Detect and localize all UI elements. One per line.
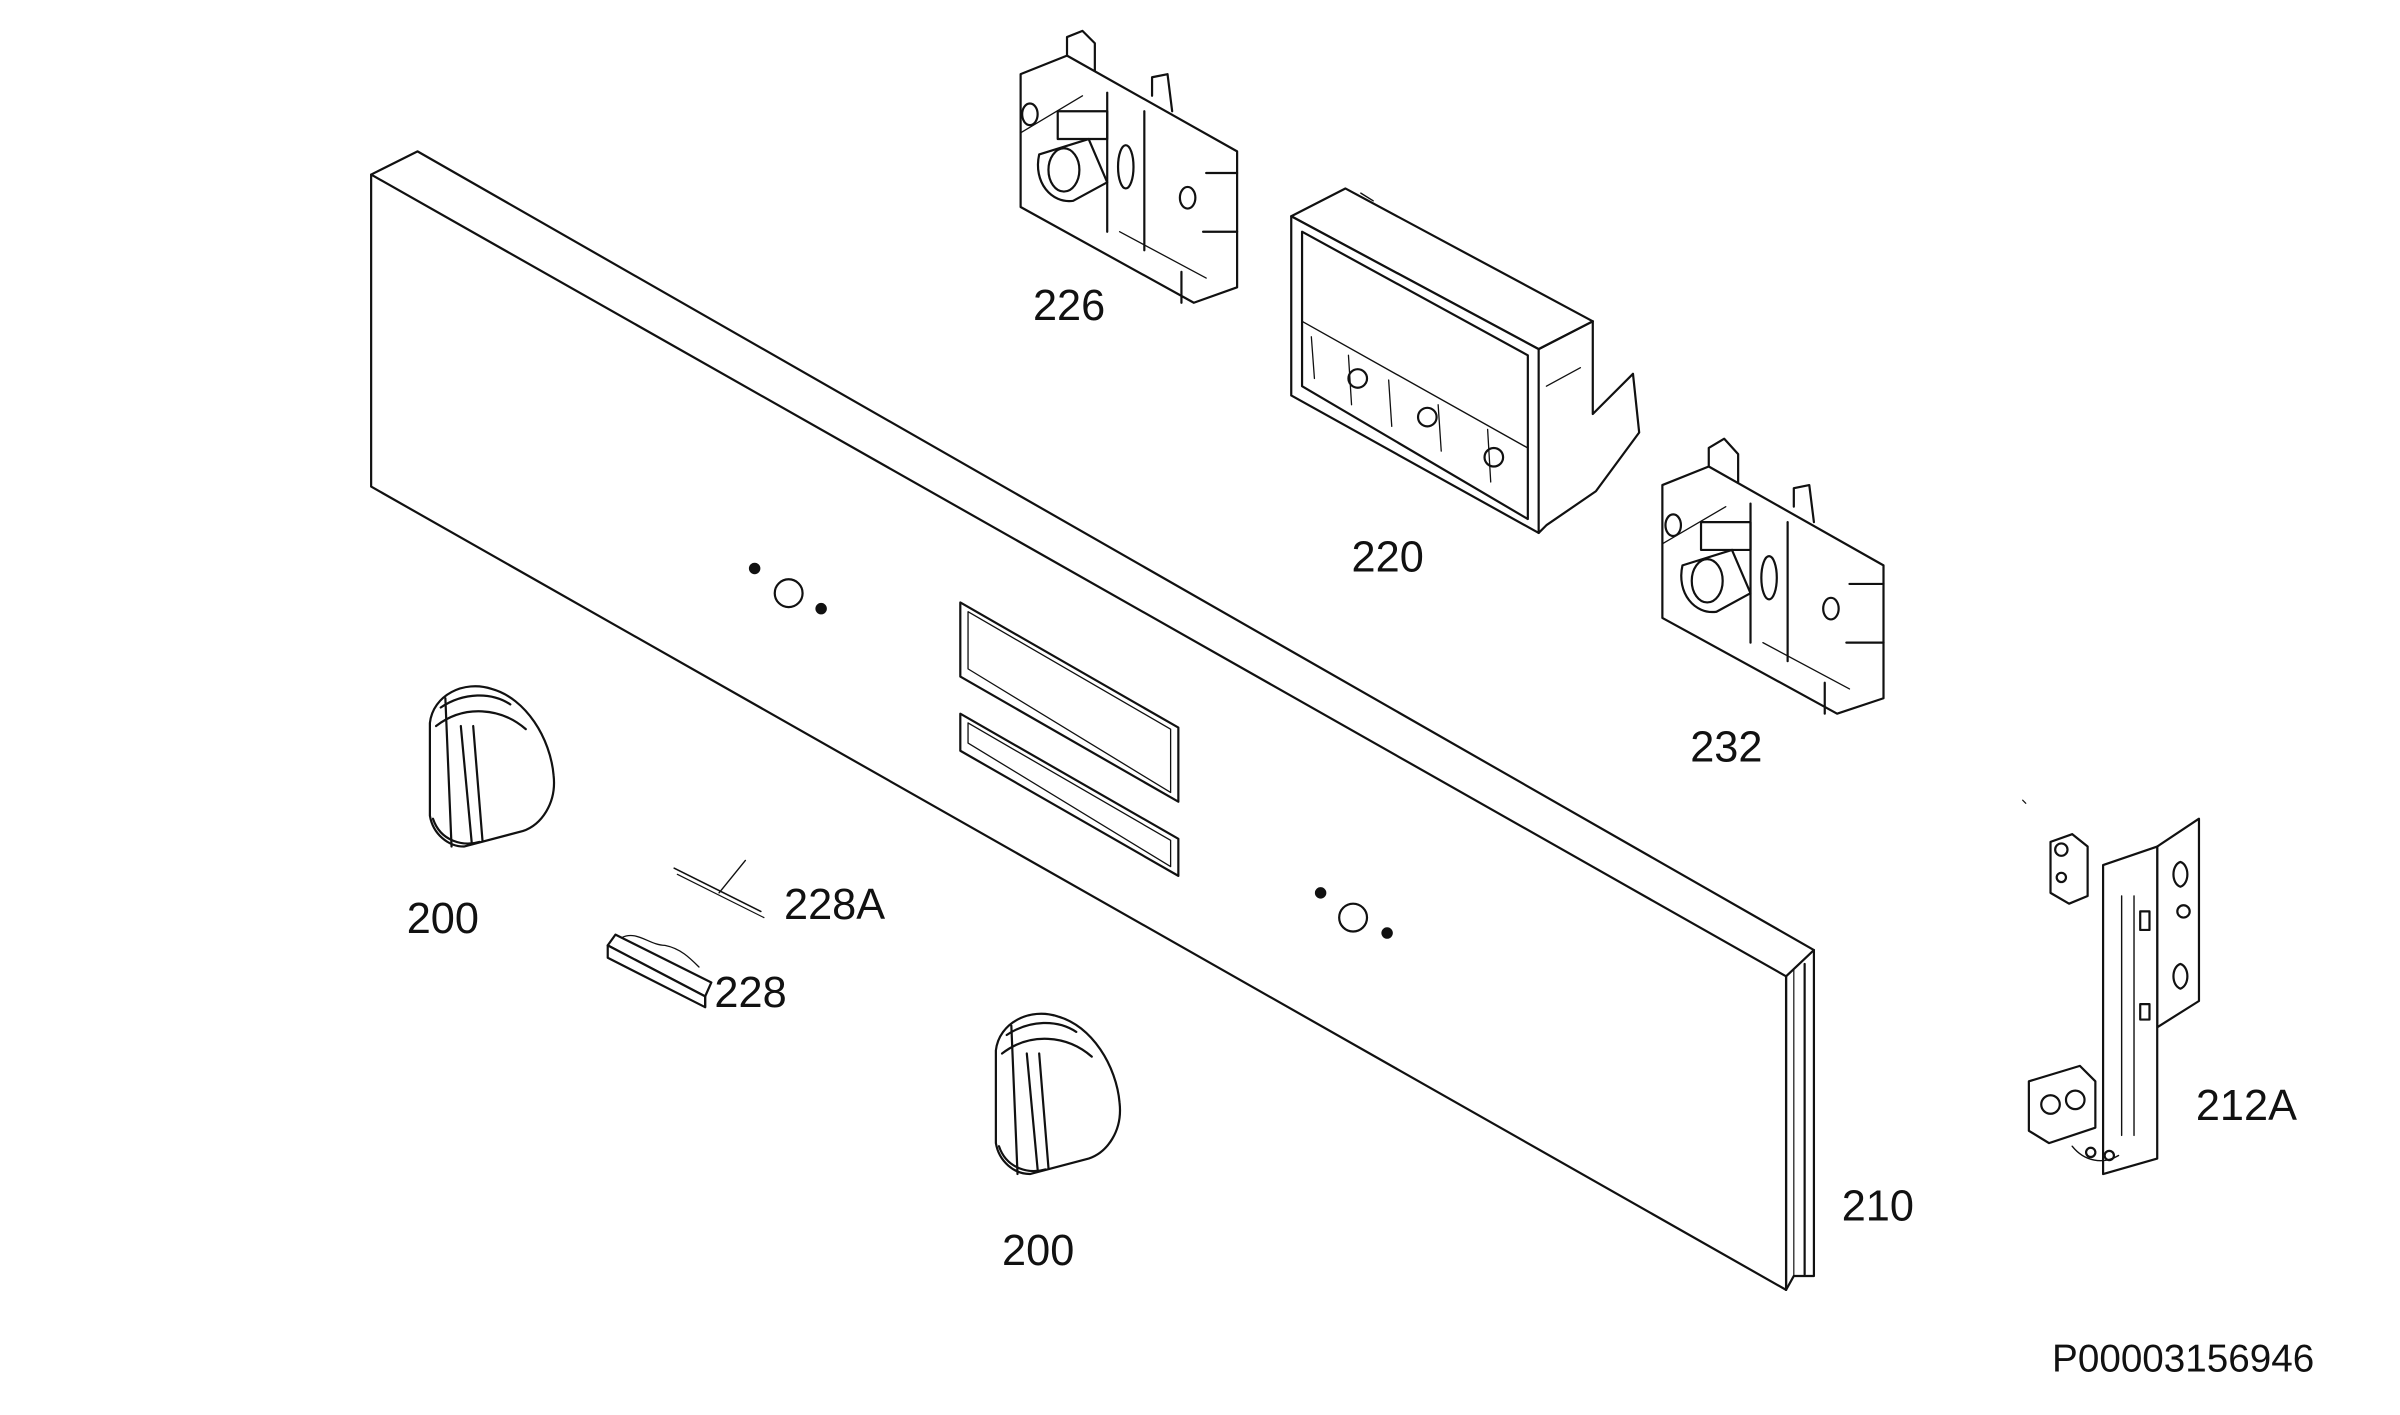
label-232: 232 [1690, 724, 1762, 772]
label-226: 226 [1033, 282, 1105, 330]
label-228a: 228A [784, 881, 885, 929]
clip-part [608, 935, 712, 1008]
label-212a: 212A [2196, 1082, 2297, 1130]
label-200-upper: 200 [407, 895, 479, 943]
control-panel-part [371, 151, 1814, 1289]
label-220: 220 [1352, 534, 1424, 582]
label-228: 228 [714, 969, 786, 1017]
housing-part [1291, 188, 1639, 532]
hinge-part [2023, 800, 2199, 1174]
switch-bracket-right-part [1662, 439, 1883, 714]
clip-spring-part [674, 860, 764, 917]
switch-bracket-top-part [1021, 31, 1237, 303]
document-id: P00003156946 [2052, 1338, 2314, 1381]
knob-lower-part [996, 1014, 1120, 1174]
knob-upper-part [430, 686, 554, 846]
label-200-lower: 200 [1002, 1227, 1074, 1275]
label-210: 210 [1842, 1182, 1914, 1230]
